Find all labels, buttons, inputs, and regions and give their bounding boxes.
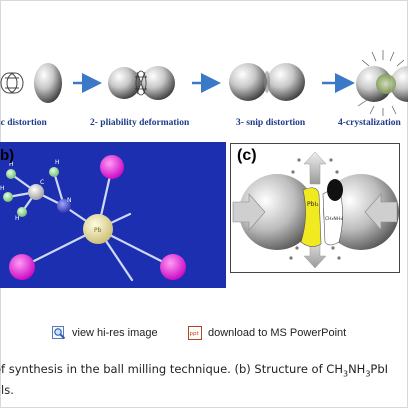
stage-1-label: ic distortion xyxy=(0,118,47,128)
stage-4-label: 4-crystalization xyxy=(338,118,401,128)
carbon-atom xyxy=(28,184,44,200)
ma-label: CH₃NH₃I xyxy=(325,216,343,222)
black-particle xyxy=(327,179,343,201)
view-hires-label: view hi-res image xyxy=(72,327,158,339)
svg-text:ppt: ppt xyxy=(190,331,200,337)
view-hires-link[interactable]: view hi-res image xyxy=(52,324,158,342)
atom-label-pb: Pb xyxy=(94,227,102,234)
pbi2-layer xyxy=(300,187,322,247)
lead-atom xyxy=(83,214,113,244)
hydrogen-atom xyxy=(49,167,59,177)
atom-label-c: C xyxy=(40,179,44,186)
hydrogen-atom xyxy=(6,169,16,179)
stage-2-label: 2- pliability deformation xyxy=(90,118,190,128)
download-ppt-link[interactable]: ppt download to MS PowerPoint xyxy=(188,324,346,342)
download-ppt-label: download to MS PowerPoint xyxy=(208,327,347,339)
stage-4-graphic xyxy=(356,50,408,116)
panel-b-tag: b) xyxy=(0,147,14,164)
milling-ball-left xyxy=(239,174,315,250)
arrow-right-icon xyxy=(232,193,266,231)
magnifier-icon xyxy=(52,326,66,340)
ppt-file-icon: ppt xyxy=(188,326,202,340)
stage-3-graphic xyxy=(229,63,305,101)
caption-line-1: of synthesis in the ball milling techniq… xyxy=(0,362,389,379)
panel-c-diagram: PbI₂ CH₃NH₃I (c) xyxy=(230,143,400,273)
iodine-atom xyxy=(100,155,124,179)
stage-3-label: 3- snip distortion xyxy=(236,118,306,128)
ball-milling-stages xyxy=(0,50,408,116)
panel-b-structure: H H H H C N Pb b) xyxy=(0,142,226,288)
iodine-atom xyxy=(160,254,186,280)
arrow-left-icon xyxy=(364,193,398,231)
figure-caption: of synthesis in the ball milling techniq… xyxy=(0,361,408,399)
atom-label-n: N xyxy=(67,197,72,204)
stage-1-graphic xyxy=(0,63,62,103)
hydrogen-atom xyxy=(3,192,13,202)
atom-label-h: H xyxy=(15,215,20,222)
atom-label-h: H xyxy=(9,161,14,168)
caption-line-2: als. xyxy=(0,383,14,398)
nitrogen-atom xyxy=(57,199,71,213)
iodine-atom xyxy=(9,254,35,280)
panel-c-tag: (c) xyxy=(237,147,257,164)
stage-2-graphic xyxy=(108,66,175,100)
pbi2-label: PbI₂ xyxy=(307,201,319,208)
atom-label-h: H xyxy=(55,159,60,166)
hydrogen-atom xyxy=(17,207,27,217)
atom-label-h: H xyxy=(0,185,5,192)
